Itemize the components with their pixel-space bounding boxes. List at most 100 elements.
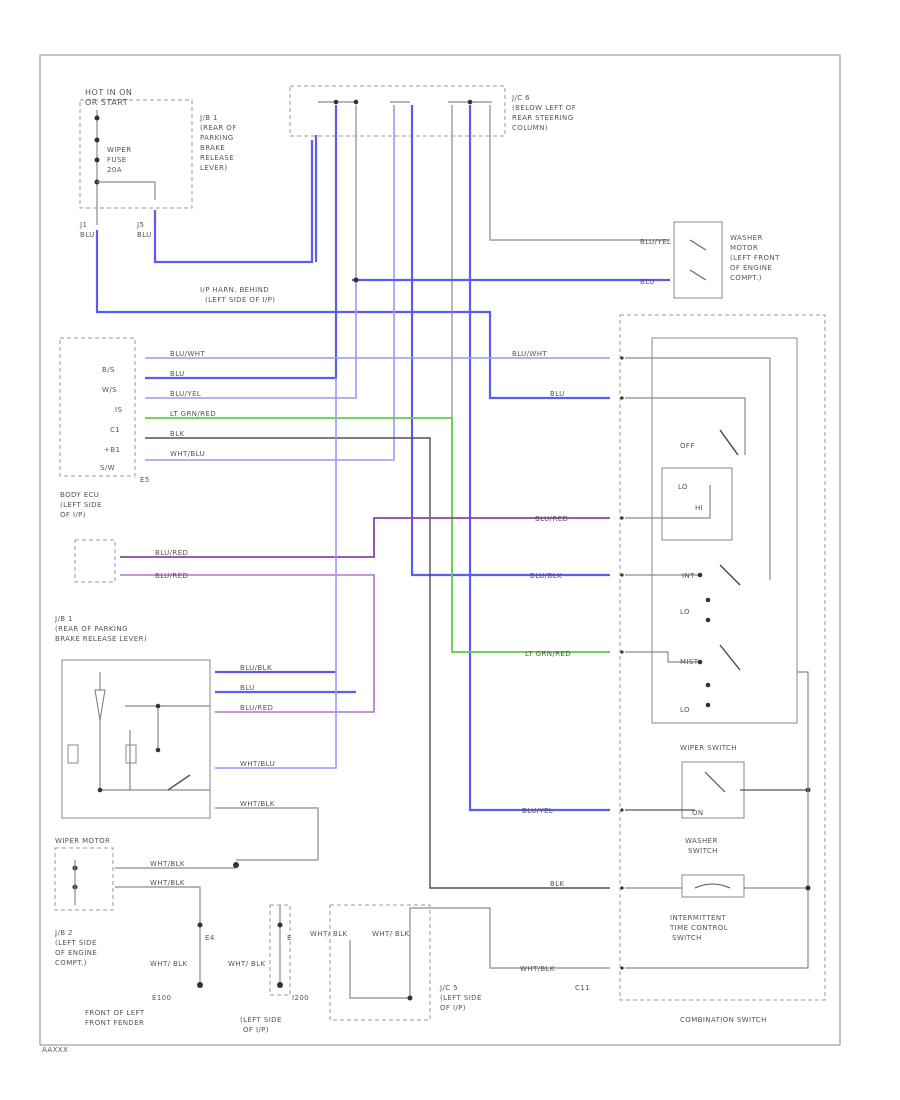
fuse-node-mid: [94, 137, 100, 143]
svg-text:WASHER: WASHER: [685, 837, 718, 845]
jc6-wire-4: [145, 105, 395, 461]
wiper-switch-box: [651, 337, 798, 724]
washer-motor-label: WASHER MOTOR (LEFT FRONT OF ENGINE COMPT…: [730, 234, 780, 282]
combination-switch-outline: [619, 314, 826, 1001]
corner-code: AAXXX: [42, 1046, 68, 1054]
svg-text:LEVER): LEVER): [200, 164, 228, 172]
jc6-wire-8: [489, 105, 670, 241]
tag-wht-blu-jb1: WHT/BLU: [240, 760, 275, 768]
wiper-fuse-label-2: FUSE: [107, 156, 127, 164]
fuse-branch: [97, 181, 156, 200]
j1-label: J1: [79, 221, 87, 229]
off-label: OFF: [680, 442, 695, 450]
ip-harness-node: [353, 277, 359, 283]
jc6-wire-5: [410, 105, 610, 577]
svg-text:COMPT.): COMPT.): [730, 274, 762, 282]
svg-text:SWITCH: SWITCH: [672, 934, 702, 942]
svg-text:+B1: +B1: [104, 446, 120, 454]
washer-tag-bluyel: BLU/YEL: [640, 238, 671, 246]
relay-coil-1: [67, 744, 79, 764]
wiper-motor-junction: [233, 862, 239, 868]
cs-node-5: [705, 682, 711, 688]
left-side-ip-label: (LEFT SIDE OF I/P): [240, 1016, 281, 1034]
on-label: ON: [692, 809, 704, 817]
intermittent-sub-box: [661, 467, 733, 541]
svg-text:INTERMITTENT: INTERMITTENT: [670, 914, 726, 922]
ground-e-label: E: [287, 934, 292, 942]
svg-text:FRONT FENDER: FRONT FENDER: [85, 1019, 144, 1027]
body-ecu-connector-outline: [74, 539, 116, 583]
tag-blu-red-left-2: BLU/RED: [155, 572, 188, 580]
jc6-wire-6: [451, 105, 610, 653]
cs-wire-5: [625, 651, 700, 663]
wiper-motor-outline: [54, 847, 114, 911]
svg-text:J/B 1: J/B 1: [54, 615, 73, 623]
tag-blu-jb1: BLU: [240, 684, 255, 692]
lo-label-2: LO: [680, 608, 690, 616]
intermittent-switch-label: INTERMITTENT TIME CONTROL SWITCH: [669, 914, 728, 942]
jb1-top-label: J/B 1 (REAR OF PARKING BRAKE RELEASE LEV…: [199, 114, 237, 172]
svg-text:PARKING: PARKING: [200, 134, 234, 142]
jb1-wht-blk-wire: [215, 807, 319, 861]
intermittent-switch-box: [681, 874, 745, 898]
relay-node-2: [155, 747, 161, 753]
j1-wire-label: BLU: [80, 231, 95, 239]
washer-motor-box: [673, 221, 723, 299]
wiper-fuse-amp: 20A: [107, 166, 122, 174]
jc5-node: [407, 995, 413, 1001]
cs-wire-2: [625, 397, 746, 455]
jc6-node-3: [467, 99, 473, 105]
mist-label: MIST: [680, 658, 699, 666]
svg-text:BODY ECU: BODY ECU: [60, 491, 99, 499]
svg-text:COMPT.): COMPT.): [55, 959, 87, 967]
svg-text:(REAR OF: (REAR OF: [200, 124, 237, 132]
wiper-motor-wire-2: [115, 886, 201, 985]
tag-blu-right: BLU: [550, 390, 565, 398]
ground-i200-symbol: [277, 982, 283, 988]
fuse-node-top: [94, 115, 100, 121]
tag-blk-left: BLK: [170, 430, 185, 438]
tag-blu-red-left: BLU/RED: [155, 549, 188, 557]
washer-motor-symbol: [689, 239, 707, 281]
cs-node-4: [697, 659, 703, 665]
svg-text:(LEFT SIDE: (LEFT SIDE: [60, 501, 102, 509]
e4-label: E4: [205, 934, 215, 942]
jb1-mid-box: [61, 659, 211, 819]
cs-wire-1: [625, 357, 771, 580]
tag-blu-yel-right: BLU/YEL: [522, 807, 553, 815]
hi-label-1: HI: [695, 504, 703, 512]
wht-blk-e100: WHT/ BLK: [150, 960, 188, 968]
svg-text:(LEFT SIDE: (LEFT SIDE: [440, 994, 482, 1002]
intermittent-symbol: [694, 883, 731, 889]
body-ecu-pins: B/S W/S IS C1 +B1 S/W: [100, 366, 122, 472]
svg-text:REAR STEERING: REAR STEERING: [512, 114, 574, 122]
hot-in-on-label: HOT IN ON: [85, 88, 132, 97]
jc6-outline: [289, 85, 506, 137]
washer-switch-label: WASHER SWITCH: [685, 837, 718, 855]
tag-blu-wht-left: BLU/WHT: [170, 350, 205, 358]
tag-blk-right: BLK: [550, 880, 565, 888]
washer-switch-contact: [625, 771, 808, 811]
body-ecu-pin-outline: [59, 337, 136, 477]
svg-text:(BELOW LEFT OF: (BELOW LEFT OF: [512, 104, 576, 112]
fuse-box-outline: [79, 99, 193, 209]
svg-text:J/C 5: J/C 5: [439, 984, 458, 992]
svg-text:TIME CONTROL: TIME CONTROL: [669, 924, 728, 932]
wire-blk: [145, 437, 610, 889]
svg-text:BRAKE RELEASE LEVER): BRAKE RELEASE LEVER): [55, 635, 147, 643]
svg-text:(LEFT FRONT: (LEFT FRONT: [730, 254, 780, 262]
wiper-motor-label: WIPER MOTOR: [55, 837, 110, 845]
jb2-label: J/B 2 (LEFT SIDE OF ENGINE COMPT.): [54, 929, 97, 967]
intermittent-node: [805, 885, 811, 891]
tag-wht-blk-right: WHT/BLK: [520, 965, 555, 973]
tag-wht-blk-wm2: WHT/BLK: [150, 879, 185, 887]
svg-text:B/S: B/S: [102, 366, 115, 374]
jb1-mid-label: J/B 1 (REAR OF PARKING BRAKE RELEASE LEV…: [54, 615, 147, 643]
jc6-node-1: [333, 99, 339, 105]
svg-text:C1: C1: [110, 426, 120, 434]
relay-coil-2: [125, 744, 137, 764]
body-ecu-label: BODY ECU (LEFT SIDE OF I/P): [60, 491, 102, 519]
tag-wht-blu-left: WHT/BLU: [170, 450, 205, 458]
combination-switch-label: COMBINATION SWITCH: [680, 1016, 767, 1024]
